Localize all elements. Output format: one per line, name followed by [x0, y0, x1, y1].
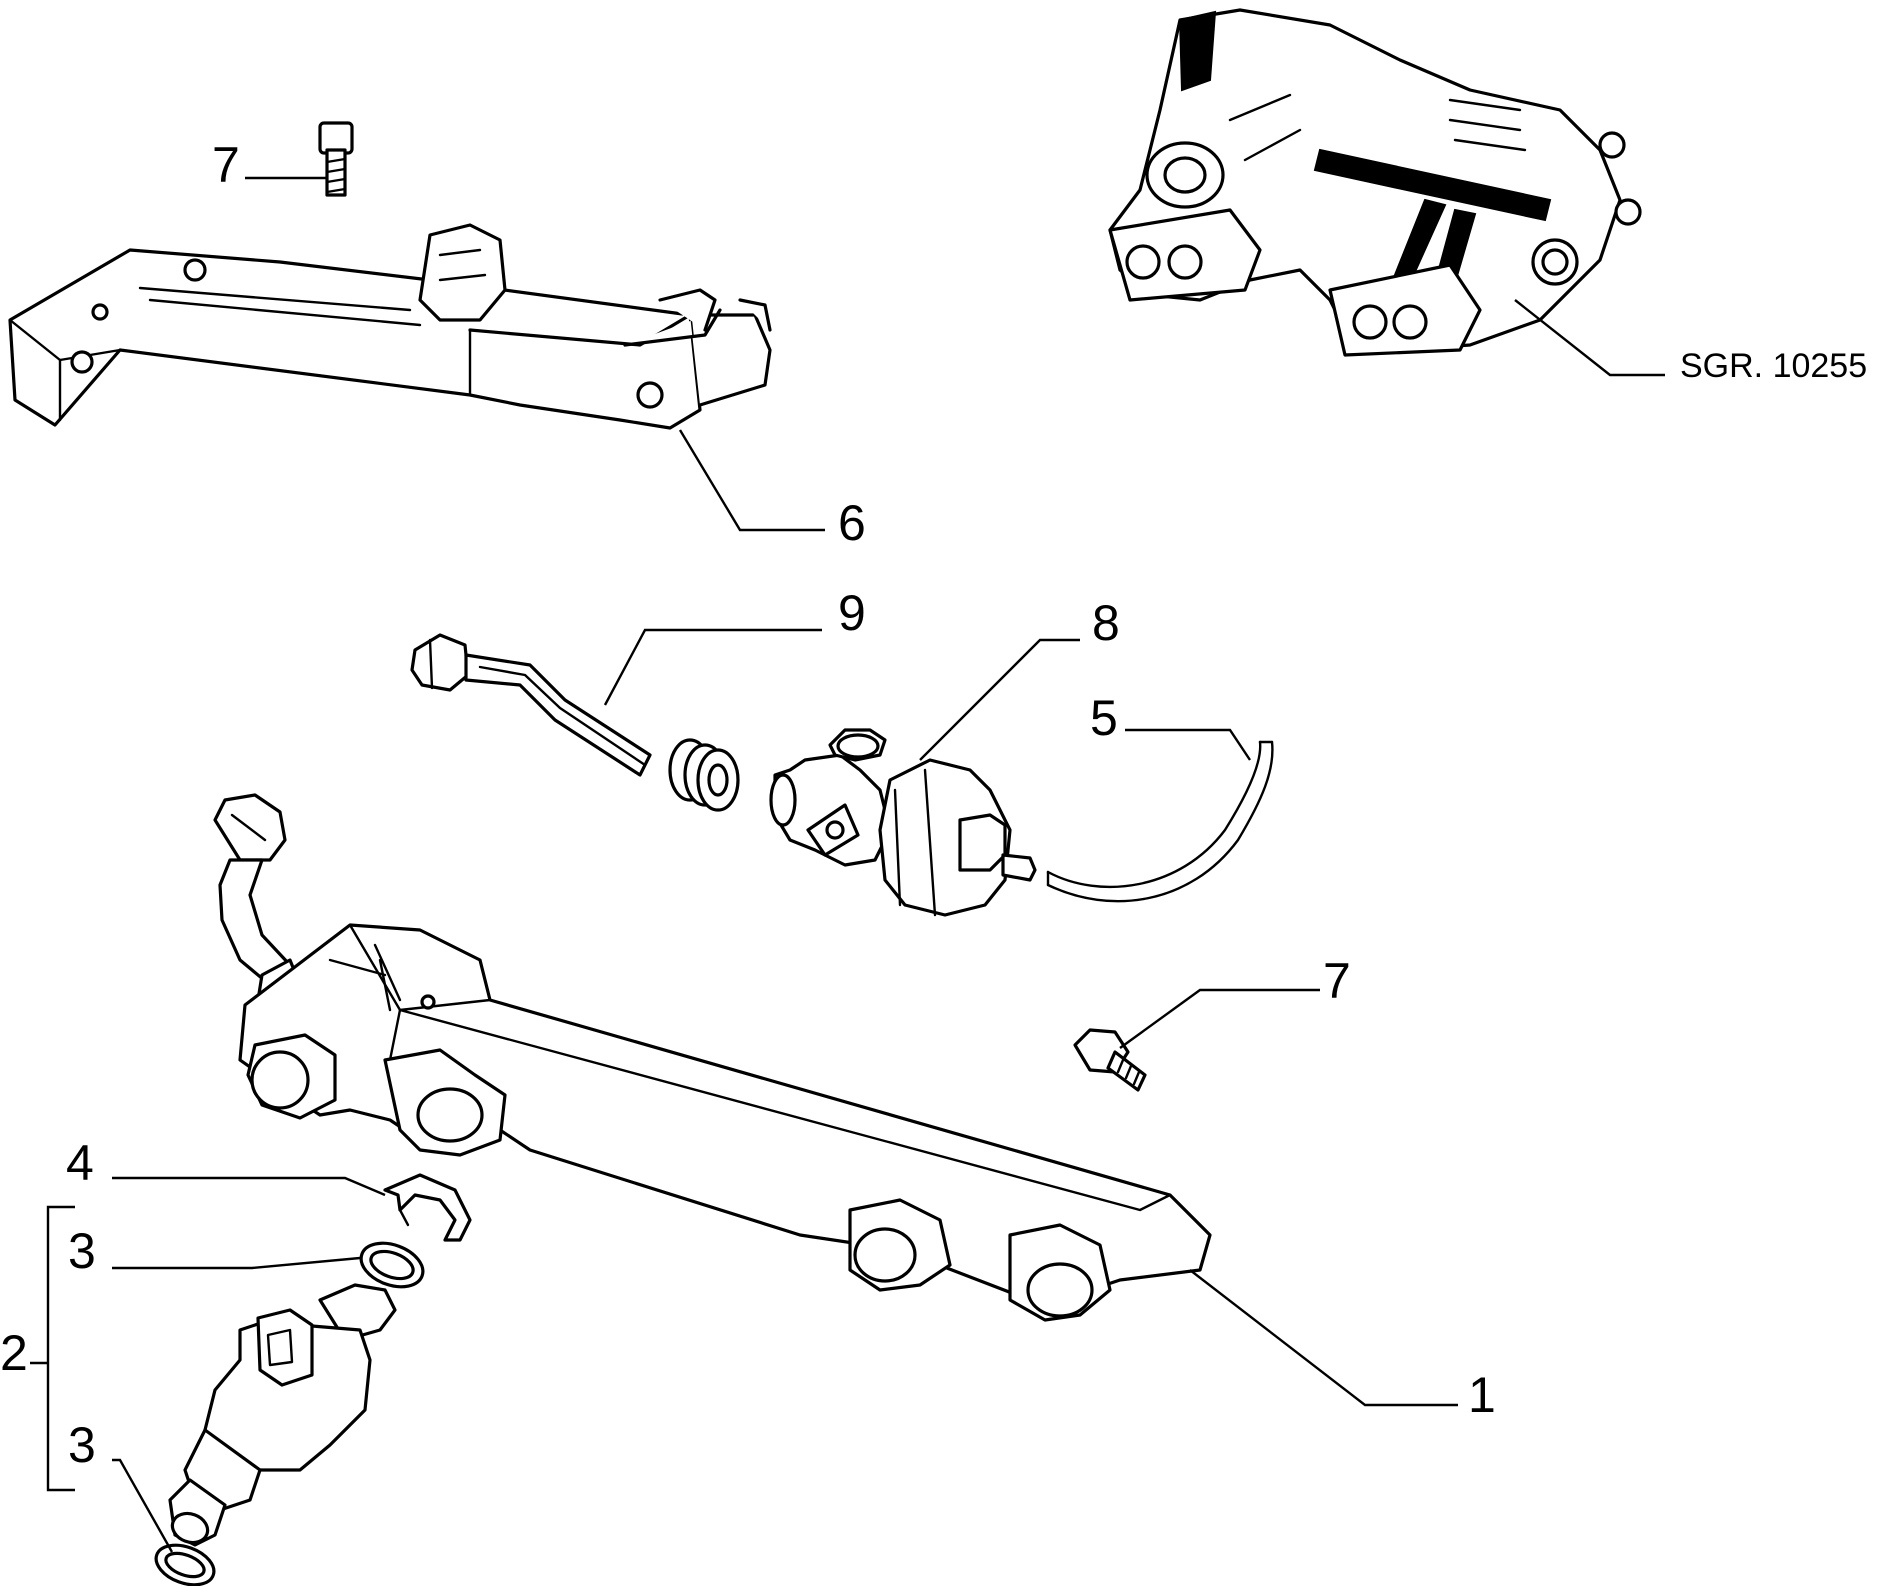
intake-manifold-illustration [1108, 8, 1642, 357]
injector-illustration [168, 1283, 397, 1547]
retaining-clip-illustration [383, 1173, 472, 1242]
callout-9: 9 [838, 585, 866, 641]
mounting-bracket-illustration [8, 223, 772, 430]
callout-2: 2 [0, 1325, 28, 1381]
callout-6: 6 [838, 495, 866, 551]
sgr-leader-line [1514, 299, 1665, 377]
callout-7-right-leader [1119, 988, 1320, 1049]
vacuum-hose-illustration [1046, 740, 1274, 903]
callout-3-upper: 3 [68, 1223, 96, 1279]
upper-seal-ring-illustration [359, 1241, 425, 1289]
callout-1: 1 [1468, 1367, 1496, 1423]
fuel-rail-illustration [213, 793, 1212, 1322]
rail-bolt-illustration [1073, 1028, 1147, 1092]
callout-4: 4 [66, 1135, 94, 1191]
callout-8-leader [919, 638, 1080, 761]
callout-8: 8 [1092, 595, 1120, 651]
callout-5: 5 [1090, 690, 1118, 746]
callout-9-leader [603, 628, 822, 706]
lower-seal-ring-illustration [154, 1543, 216, 1586]
callout-3-lower: 3 [68, 1417, 96, 1473]
fuel-pipe-illustration [410, 633, 740, 812]
callout-7-right: 7 [1323, 953, 1351, 1009]
callout-2-bracket [30, 1205, 75, 1492]
callout-5-leader [1125, 728, 1251, 761]
callout-4-leader [112, 1176, 386, 1197]
callout-3-upper-leader [112, 1256, 361, 1270]
callout-7-top: 7 [212, 137, 240, 193]
callout-6-leader [678, 429, 825, 532]
reference-code: SGR. 10255 [1680, 347, 1867, 385]
callout-3-lower-leader [112, 1458, 174, 1553]
bracket-bolt-illustration [318, 121, 354, 197]
pipe-spring-coil [668, 738, 740, 812]
pressure-regulator-illustration [769, 728, 1037, 917]
callout-1-leader [1189, 1269, 1458, 1407]
